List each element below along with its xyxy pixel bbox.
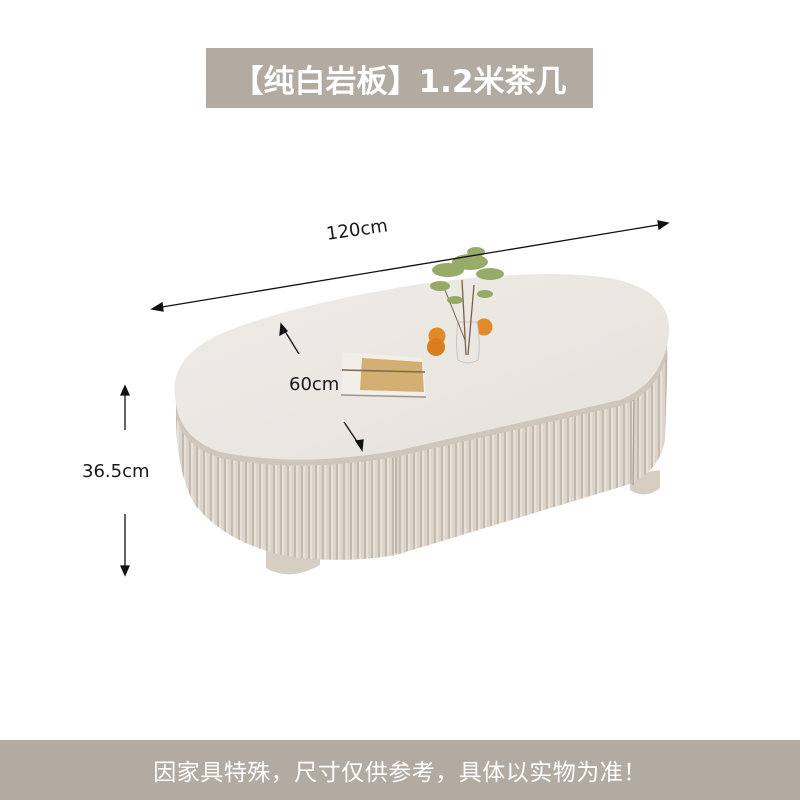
vase-with-plant xyxy=(430,247,504,364)
page-title: 【纯白岩板】1.2米茶几 xyxy=(232,63,567,100)
height-label: 36.5cm xyxy=(82,461,150,482)
height-dimension-arrow xyxy=(119,384,131,577)
depth-dimension-arrow-bottom xyxy=(343,421,364,452)
magazine xyxy=(340,352,427,398)
depth-dimension-arrow-top xyxy=(279,322,300,355)
depth-label: 60cm xyxy=(289,374,340,395)
disclaimer-text: 因家具特殊，尺寸仅供参考，具体以实物为准！ xyxy=(153,760,647,786)
oranges xyxy=(427,318,493,356)
width-dimension-arrow xyxy=(150,220,670,312)
footer-banner: 因家具特殊，尺寸仅供参考，具体以实物为准！ xyxy=(0,740,800,800)
title-banner: 【纯白岩板】1.2米茶几 xyxy=(206,48,593,108)
